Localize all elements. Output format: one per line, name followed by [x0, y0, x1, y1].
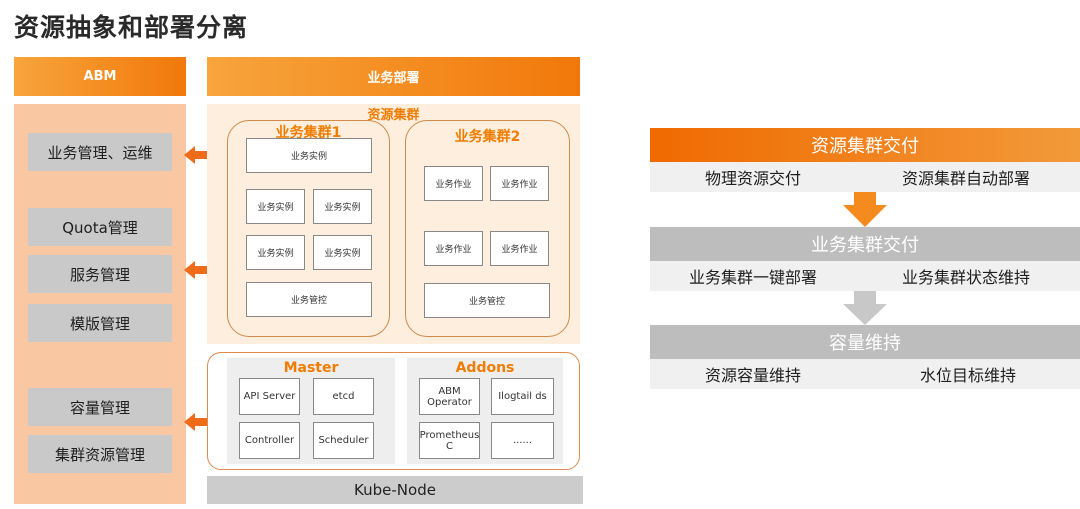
flow-step-2-items: 业务集群一键部署 业务集群状态维持 — [650, 261, 1080, 291]
business-control-box: 业务管控 — [246, 282, 372, 317]
flow-step-resource-delivery: 资源集群交付 — [650, 128, 1080, 162]
more-addons-box: ...... — [491, 422, 554, 459]
cluster-1-title: 业务集群1 — [275, 125, 342, 141]
resource-cluster-label: 资源集群 — [367, 108, 420, 123]
prometheus-box: Prometheus C — [419, 422, 480, 459]
flow-item: 业务集群状态维持 — [902, 268, 1031, 287]
business-instance-box: 业务实例 — [313, 189, 372, 224]
api-server-box: API Server — [239, 378, 300, 415]
deploy-header: 业务部署 — [207, 57, 580, 96]
cluster-2-title: 业务集群2 — [454, 129, 521, 145]
flow-item: 资源集群自动部署 — [902, 169, 1031, 188]
business-cluster-2 — [405, 120, 570, 337]
business-job-box: 业务作业 — [490, 166, 549, 201]
master-title: Master — [283, 360, 339, 376]
business-job-box: 业务作业 — [424, 231, 483, 266]
business-cluster-1 — [227, 120, 390, 337]
etcd-box: etcd — [313, 378, 374, 415]
flow-step-business-delivery: 业务集群交付 — [650, 227, 1080, 261]
addons-title: Addons — [455, 360, 515, 376]
abm-header: ABM — [14, 57, 186, 96]
abm-item-cluster-resource[interactable]: 集群资源管理 — [28, 435, 172, 473]
down-arrow-icon — [843, 291, 887, 325]
business-instance-box: 业务实例 — [246, 138, 372, 173]
flow-step-capacity: 容量维持 — [650, 325, 1080, 359]
business-instance-box: 业务实例 — [246, 235, 305, 270]
business-job-box: 业务作业 — [424, 166, 483, 201]
ilogtail-box: Ilogtail ds — [491, 378, 554, 415]
flow-item: 资源容量维持 — [705, 366, 802, 385]
flow-item: 水位目标维持 — [920, 366, 1017, 385]
abm-item-capacity[interactable]: 容量管理 — [28, 388, 172, 426]
business-control-box: 业务管控 — [424, 283, 550, 318]
page-title: 资源抽象和部署分离 — [14, 13, 249, 42]
abm-item-business-ops[interactable]: 业务管理、运维 — [28, 133, 172, 171]
scheduler-box: Scheduler — [313, 422, 374, 459]
flow-step-1-items: 物理资源交付 资源集群自动部署 — [650, 162, 1080, 192]
flow-step-3-items: 资源容量维持 水位目标维持 — [650, 359, 1080, 389]
kube-node-bar: Kube-Node — [207, 476, 583, 504]
flow-item: 物理资源交付 — [705, 169, 802, 188]
down-arrow-icon — [843, 192, 887, 227]
controller-box: Controller — [239, 422, 300, 459]
business-instance-box: 业务实例 — [313, 235, 372, 270]
abm-item-quota[interactable]: Quota管理 — [28, 208, 172, 246]
abm-item-service[interactable]: 服务管理 — [28, 255, 172, 293]
business-job-box: 业务作业 — [490, 231, 549, 266]
business-instance-box: 业务实例 — [246, 189, 305, 224]
flow-item: 业务集群一键部署 — [689, 268, 818, 287]
abm-item-template[interactable]: 模版管理 — [28, 304, 172, 342]
abm-operator-box: ABM Operator — [419, 378, 480, 415]
